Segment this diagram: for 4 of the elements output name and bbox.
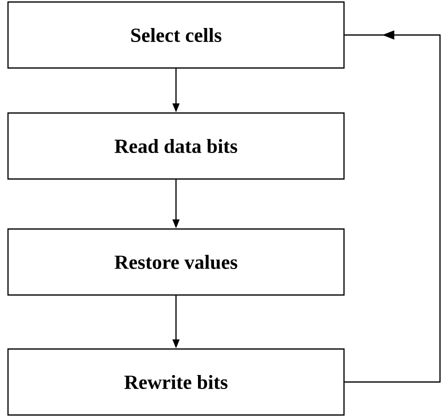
process-box: Rewrite bits [7, 348, 345, 416]
process-box: Restore values [7, 228, 345, 296]
process-box: Select cells [7, 1, 345, 69]
process-box: Read data bits [7, 112, 345, 180]
